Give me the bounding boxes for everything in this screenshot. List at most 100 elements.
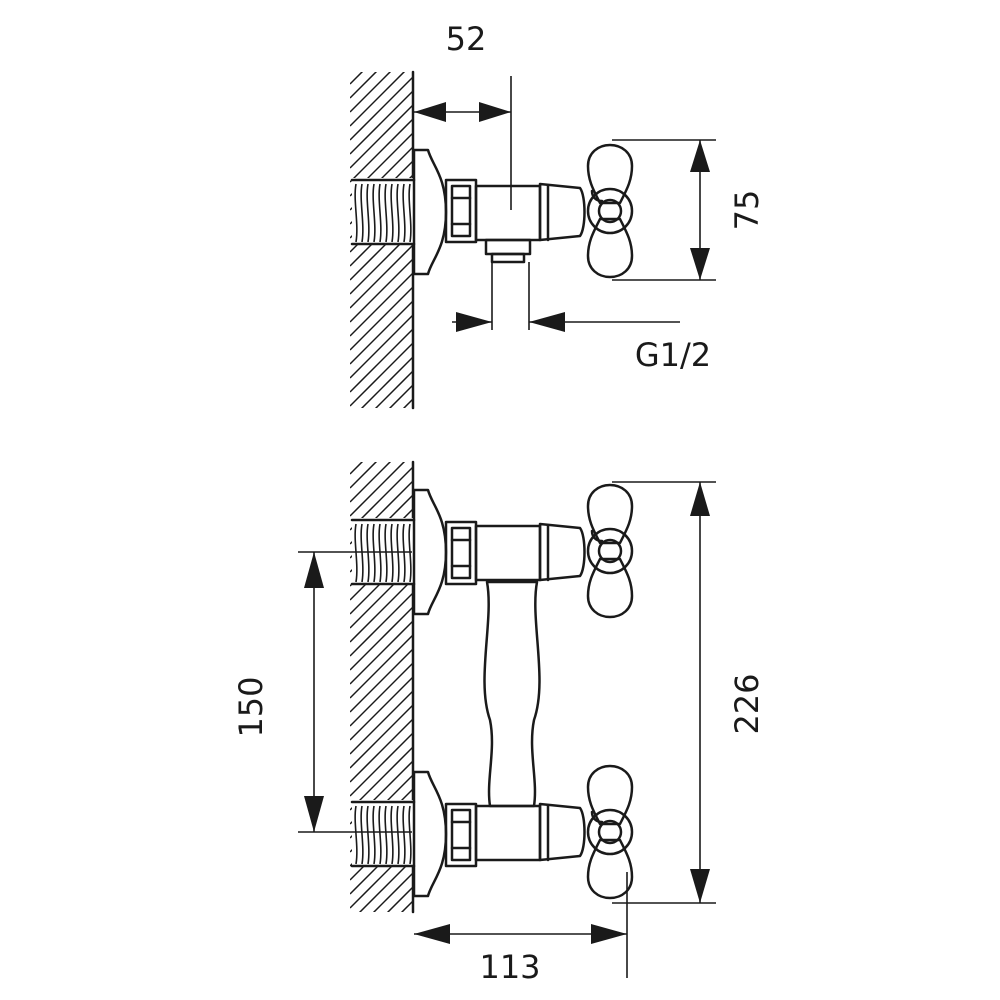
dimension-113: 113: [414, 872, 628, 986]
hatch-line: [350, 72, 392, 113]
hatch-line: [350, 327, 414, 393]
valve-bonnet-top: [538, 182, 586, 242]
thread-line: [396, 805, 400, 865]
outlet-thread-label: G1/2: [635, 336, 711, 374]
outlet-stub-top: [484, 238, 532, 264]
hatch-line: [350, 703, 414, 769]
hatch-line: [350, 928, 414, 992]
hatch-line: [350, 89, 414, 155]
side-view: 52 75 G1/2: [350, 0, 766, 504]
thread-line: [360, 805, 364, 865]
hatch-line: [350, 462, 406, 517]
connecting-column: [483, 580, 541, 808]
thread-line: [402, 805, 406, 865]
hatch-line: [350, 970, 414, 1000]
hatch-line: [350, 462, 378, 489]
thread-line: [366, 805, 370, 865]
hatch-line: [350, 462, 364, 475]
hatch-line: [400, 899, 414, 912]
hatch-line: [350, 271, 414, 337]
thread-line: [354, 805, 358, 865]
thread-line: [390, 183, 394, 243]
thread-line: [384, 805, 388, 865]
thread-line: [378, 805, 382, 865]
handle-height-label: 75: [728, 190, 766, 231]
hatch-line: [350, 675, 414, 741]
hatch-line: [350, 426, 414, 490]
hatch-line: [350, 647, 414, 713]
dimension-g12: G1/2: [452, 262, 711, 374]
hatch-line: [350, 661, 414, 727]
hatch-line: [350, 103, 414, 169]
hex-nut-top: [444, 178, 478, 244]
threaded-inlet-lower: [350, 800, 416, 868]
hatch-line: [350, 257, 414, 323]
thread-line: [408, 805, 412, 865]
wall-hatching-bottom: [350, 396, 414, 1000]
dimension-150: 150: [232, 551, 412, 833]
hatch-line: [358, 857, 414, 912]
hatch-line: [350, 745, 414, 811]
hatch-line: [350, 942, 414, 1000]
hatch-line: [350, 313, 414, 379]
thread-line: [378, 183, 382, 243]
hatch-line: [350, 341, 414, 407]
hatch-line: [350, 689, 414, 755]
hatch-line: [350, 243, 414, 309]
thread-line: [372, 183, 376, 243]
hatch-line: [350, 299, 414, 365]
thread-line: [384, 183, 388, 243]
hatch-line: [350, 412, 414, 476]
hatch-line: [350, 914, 414, 978]
hatch-line: [402, 397, 414, 408]
dimension-226: 226: [612, 481, 766, 904]
hatch-line: [350, 619, 414, 685]
hatch-line: [350, 285, 414, 351]
hatch-line: [386, 885, 414, 912]
hatch-line: [350, 72, 378, 99]
inlet-spacing-label: 150: [232, 676, 270, 737]
thread-line: [354, 183, 358, 243]
hatch-line: [350, 72, 364, 85]
projection-label: 113: [479, 948, 540, 986]
valve-body-top: [474, 184, 542, 242]
front-view: 150 226 113: [232, 396, 766, 1000]
hatch-line: [388, 383, 414, 408]
hatch-line: [350, 577, 414, 643]
hatch-line: [350, 6, 414, 70]
thread-line: [396, 183, 400, 243]
thread-line: [390, 805, 394, 865]
thread-line: [360, 183, 364, 243]
hatch-line: [350, 117, 414, 183]
hatch-line: [350, 633, 414, 699]
upper-valve: [412, 483, 634, 619]
hatch-line: [350, 462, 392, 503]
hatch-line: [350, 605, 414, 671]
hatch-line: [374, 369, 414, 408]
hatch-line: [350, 72, 406, 127]
depth-label: 52: [446, 20, 487, 58]
hatch-line: [350, 75, 414, 141]
thread-line: [402, 183, 406, 243]
threaded-inlet-top: [350, 178, 416, 246]
hatch-line: [350, 396, 414, 460]
hatch-line: [360, 355, 414, 408]
hatch-line: [350, 591, 414, 657]
hatch-line: [350, 984, 414, 1000]
threaded-inlet-upper: [350, 518, 416, 586]
thread-line: [366, 183, 370, 243]
hatch-line: [350, 956, 414, 1000]
hatch-line: [350, 0, 414, 56]
hatch-line: [350, 731, 414, 797]
thread-line: [408, 183, 412, 243]
thread-line: [372, 805, 376, 865]
dimension-75: 75: [612, 139, 766, 281]
wall-flange-top: [412, 148, 448, 276]
dimension-52: 52: [414, 20, 512, 210]
hatch-line: [350, 440, 414, 504]
cross-handle-top: [586, 143, 634, 279]
lower-valve: [412, 764, 634, 900]
overall-height-label: 226: [728, 673, 766, 734]
hatch-line: [372, 871, 414, 912]
